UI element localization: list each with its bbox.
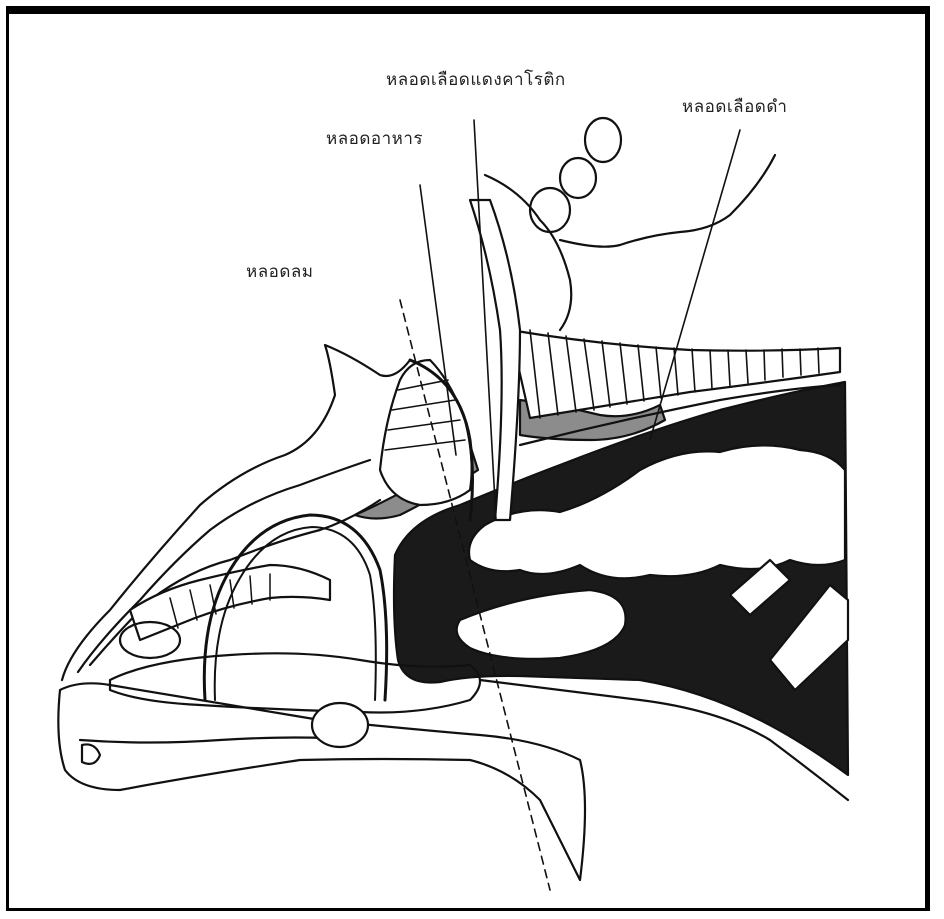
vertebra-1 — [469, 445, 845, 578]
endotracheal-tube-inner — [215, 527, 376, 700]
esophagus-tube — [470, 200, 520, 520]
carotid-cross-section-2 — [560, 158, 596, 198]
label-jugular-vein: หลอดเลือดดำ — [682, 93, 787, 120]
carotid-cross-section-3 — [530, 188, 570, 232]
hyoid-body — [312, 703, 368, 747]
skin-flap — [560, 155, 775, 247]
leader-jugular — [650, 130, 740, 440]
chin-detail — [82, 744, 100, 763]
head-inner-upper — [78, 460, 370, 672]
label-esophagus: หลอดอาหาร — [326, 125, 423, 152]
larynx — [380, 360, 472, 505]
carotid-cross-section-1 — [585, 118, 621, 162]
label-trachea: หลอดลม — [246, 258, 314, 285]
nasal-turbinates — [130, 565, 330, 640]
label-carotid-artery: หลอดเลือดแดงคาโรติก — [386, 66, 566, 93]
leader-carotid — [474, 120, 496, 520]
